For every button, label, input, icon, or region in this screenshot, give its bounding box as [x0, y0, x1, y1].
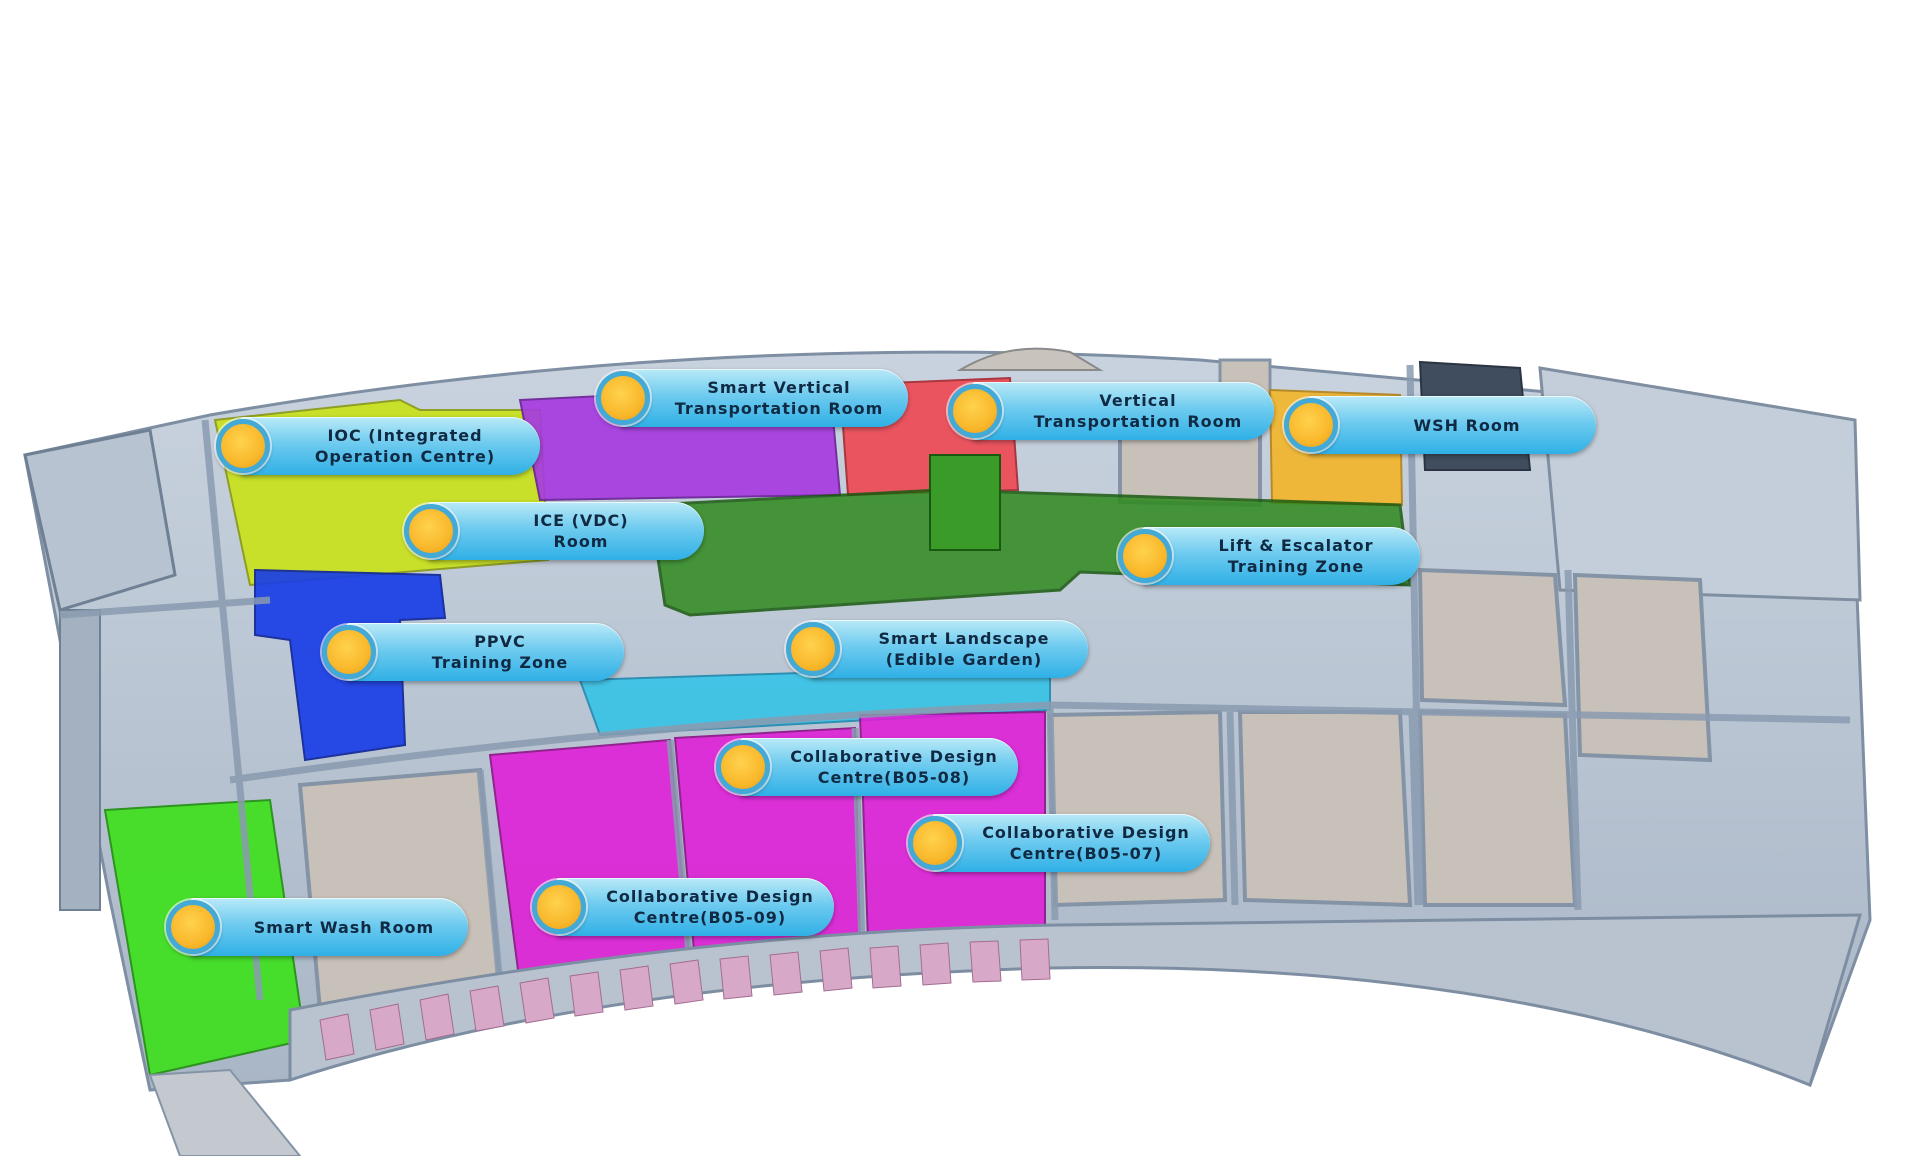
- hotspot-pill: Vertical Transportation Room: [972, 382, 1274, 440]
- hotspot-lift-escalator[interactable]: Lift & Escalator Training Zone: [1118, 527, 1420, 585]
- facade-fins: [319, 938, 1051, 1061]
- hotspot-pill: Smart Wash Room: [190, 898, 468, 956]
- hotspot-pill: ICE (VDC) Room: [428, 502, 704, 560]
- grey-room-6: [1572, 572, 1713, 763]
- hotspot-label: Smart Vertical Transportation Room: [674, 378, 884, 418]
- hotspot-marker-icon: [1118, 529, 1172, 583]
- grey-room-1: [297, 767, 503, 1013]
- hotspot-label: ICE (VDC) Room: [533, 511, 629, 551]
- hotspot-label: Collaborative Design Centre(B05-08): [790, 747, 998, 787]
- hotspot-smart-vertical[interactable]: Smart Vertical Transportation Room: [596, 369, 908, 427]
- hotspot-marker-icon: [216, 419, 270, 473]
- hotspot-pill: Lift & Escalator Training Zone: [1142, 527, 1420, 585]
- left-frame: [23, 428, 177, 612]
- hotspot-label: WSH Room: [1413, 415, 1521, 435]
- hotspot-label: Collaborative Design Centre(B05-09): [606, 887, 814, 927]
- hotspot-pill: PPVC Training Zone: [346, 623, 624, 681]
- hotspot-marker-icon: [596, 371, 650, 425]
- hotspot-pill: Collaborative Design Centre(B05-09): [556, 878, 834, 936]
- bottom-facade: [288, 913, 1863, 1088]
- hotspot-marker-icon: [532, 880, 586, 934]
- hotspot-label: IOC (Integrated Operation Centre): [314, 426, 496, 466]
- hotspot-marker-icon: [786, 622, 840, 676]
- hotspot-ice[interactable]: ICE (VDC) Room: [404, 502, 704, 560]
- grey-room-2: [1047, 709, 1228, 908]
- hotspot-label: Smart Landscape (Edible Garden): [878, 629, 1050, 669]
- hotspot-marker-icon: [322, 625, 376, 679]
- left-frame-column: [59, 609, 101, 911]
- hotspot-label: Vertical Transportation Room: [1033, 391, 1243, 431]
- lift-shaft: [929, 454, 1001, 551]
- right-roof-block: [1538, 366, 1862, 602]
- roof-bump: [956, 347, 1104, 371]
- grey-room-5: [1417, 567, 1568, 708]
- zone-collab-09: [488, 738, 692, 987]
- hotspot-marker-icon: [908, 816, 962, 870]
- hotspot-pill: Smart Landscape (Edible Garden): [810, 620, 1088, 678]
- hotspot-label: Smart Wash Room: [253, 917, 435, 937]
- hotspot-smart-wash[interactable]: Smart Wash Room: [166, 898, 468, 956]
- hotspot-marker-icon: [1284, 398, 1338, 452]
- hotspot-label: Lift & Escalator Training Zone: [1218, 536, 1374, 576]
- grey-room-3: [1237, 710, 1413, 908]
- hotspot-pill: Collaborative Design Centre(B05-07): [932, 814, 1210, 872]
- hotspot-marker-icon: [166, 900, 220, 954]
- hotspot-wsh[interactable]: WSH Room: [1284, 396, 1596, 454]
- hotspot-marker-icon: [948, 384, 1002, 438]
- hotspot-label: PPVC Training Zone: [431, 632, 569, 672]
- hotspot-collab-07[interactable]: Collaborative Design Centre(B05-07): [908, 814, 1210, 872]
- hotspot-pill: Smart Vertical Transportation Room: [620, 369, 908, 427]
- hotspot-label: Collaborative Design Centre(B05-07): [982, 823, 1190, 863]
- hotspot-pill: WSH Room: [1308, 396, 1596, 454]
- hotspot-ppvc[interactable]: PPVC Training Zone: [322, 623, 624, 681]
- grey-room-4: [1417, 709, 1578, 907]
- lower-left-stair: [148, 1068, 302, 1156]
- hotspot-collab-08[interactable]: Collaborative Design Centre(B05-08): [716, 738, 1018, 796]
- hotspot-ioc[interactable]: IOC (Integrated Operation Centre): [216, 417, 540, 475]
- hotspot-vertical-transport[interactable]: Vertical Transportation Room: [948, 382, 1274, 440]
- zone-lift-escalator: [648, 488, 1412, 617]
- hotspot-marker-icon: [404, 504, 458, 558]
- hotspot-smart-landscape[interactable]: Smart Landscape (Edible Garden): [786, 620, 1088, 678]
- hotspot-collab-09[interactable]: Collaborative Design Centre(B05-09): [532, 878, 834, 936]
- hotspot-pill: IOC (Integrated Operation Centre): [240, 417, 540, 475]
- hotspot-pill: Collaborative Design Centre(B05-08): [740, 738, 1018, 796]
- hotspot-marker-icon: [716, 740, 770, 794]
